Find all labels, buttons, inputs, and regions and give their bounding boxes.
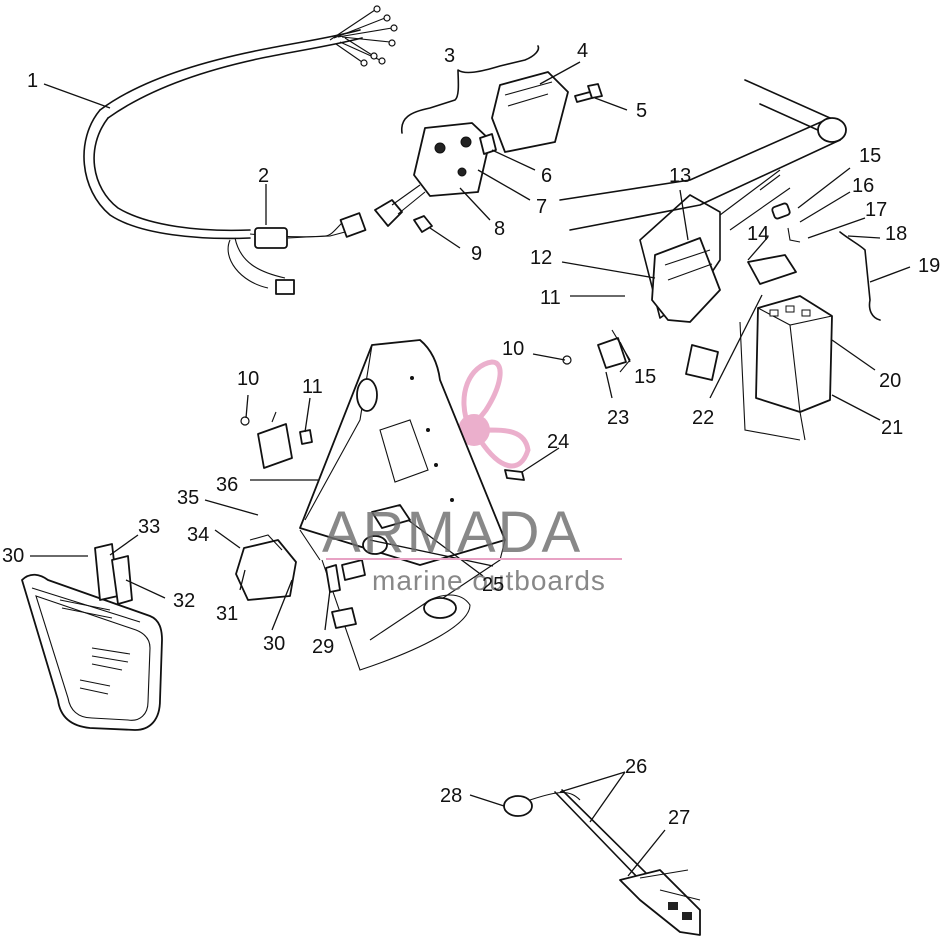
callout-4: 4 [577, 40, 588, 62]
callout-23: 23 [607, 407, 629, 429]
callout-labels: 1 2 3 4 5 6 7 8 9 10 10 11 11 12 13 14 1… [2, 40, 940, 829]
callout-32: 32 [173, 590, 195, 612]
regulator-31 [235, 534, 297, 601]
callout-12: 12 [530, 247, 552, 269]
callout-7: 7 [536, 196, 547, 218]
watermark-tagline: marine outboards [372, 565, 606, 596]
callout-15a: 15 [859, 145, 881, 167]
callout-22: 22 [692, 407, 714, 429]
callout-18: 18 [885, 223, 907, 245]
callout-16: 16 [852, 175, 874, 197]
bolt-5 [574, 83, 603, 103]
mounting-bracket-plate [299, 339, 506, 671]
callout-30a: 30 [2, 545, 24, 567]
callout-33: 33 [138, 516, 160, 538]
callout-10a: 10 [237, 368, 259, 390]
callout-10b: 10 [502, 338, 524, 360]
callout-35: 35 [177, 487, 199, 509]
callout-17: 17 [865, 199, 887, 221]
battery-holddown-23 [562, 329, 631, 373]
callout-28: 28 [440, 785, 462, 807]
watermark-text: ARMADA marine outboards [322, 500, 622, 596]
callout-30b: 30 [263, 633, 285, 655]
callout-11a: 11 [302, 376, 323, 398]
callout-29: 29 [312, 636, 334, 658]
wiring-harness [83, 5, 398, 295]
callout-34: 34 [187, 524, 209, 546]
callout-20: 20 [879, 370, 901, 392]
callout-36: 36 [216, 474, 238, 496]
callout-11b: 11 [540, 287, 561, 309]
callout-31: 31 [216, 603, 238, 625]
callout-21: 21 [881, 417, 903, 439]
callout-9: 9 [471, 243, 482, 265]
callout-6: 6 [541, 165, 552, 187]
tail-light-assembly [374, 45, 569, 233]
callout-3: 3 [444, 45, 455, 67]
callout-14: 14 [747, 223, 769, 245]
tether-switch-26-28 [503, 789, 701, 936]
watermark-brand: ARMADA [322, 500, 582, 565]
callout-2: 2 [258, 165, 269, 187]
battery [739, 295, 833, 441]
callout-24: 24 [547, 431, 569, 453]
callout-27: 27 [668, 807, 690, 829]
callout-25: 25 [482, 574, 504, 596]
callout-15b: 15 [634, 366, 656, 388]
callout-5: 5 [636, 100, 647, 122]
side-cover-panel [21, 543, 163, 731]
callout-1: 1 [27, 70, 38, 92]
callout-8: 8 [494, 218, 505, 240]
callout-13: 13 [669, 165, 691, 187]
frame-rail-assembly [559, 79, 881, 381]
callout-19: 19 [918, 255, 940, 277]
coil-10-11 [240, 411, 313, 469]
leader-lines [30, 61, 911, 877]
bolt-24 [504, 469, 525, 481]
callout-26: 26 [625, 756, 647, 778]
